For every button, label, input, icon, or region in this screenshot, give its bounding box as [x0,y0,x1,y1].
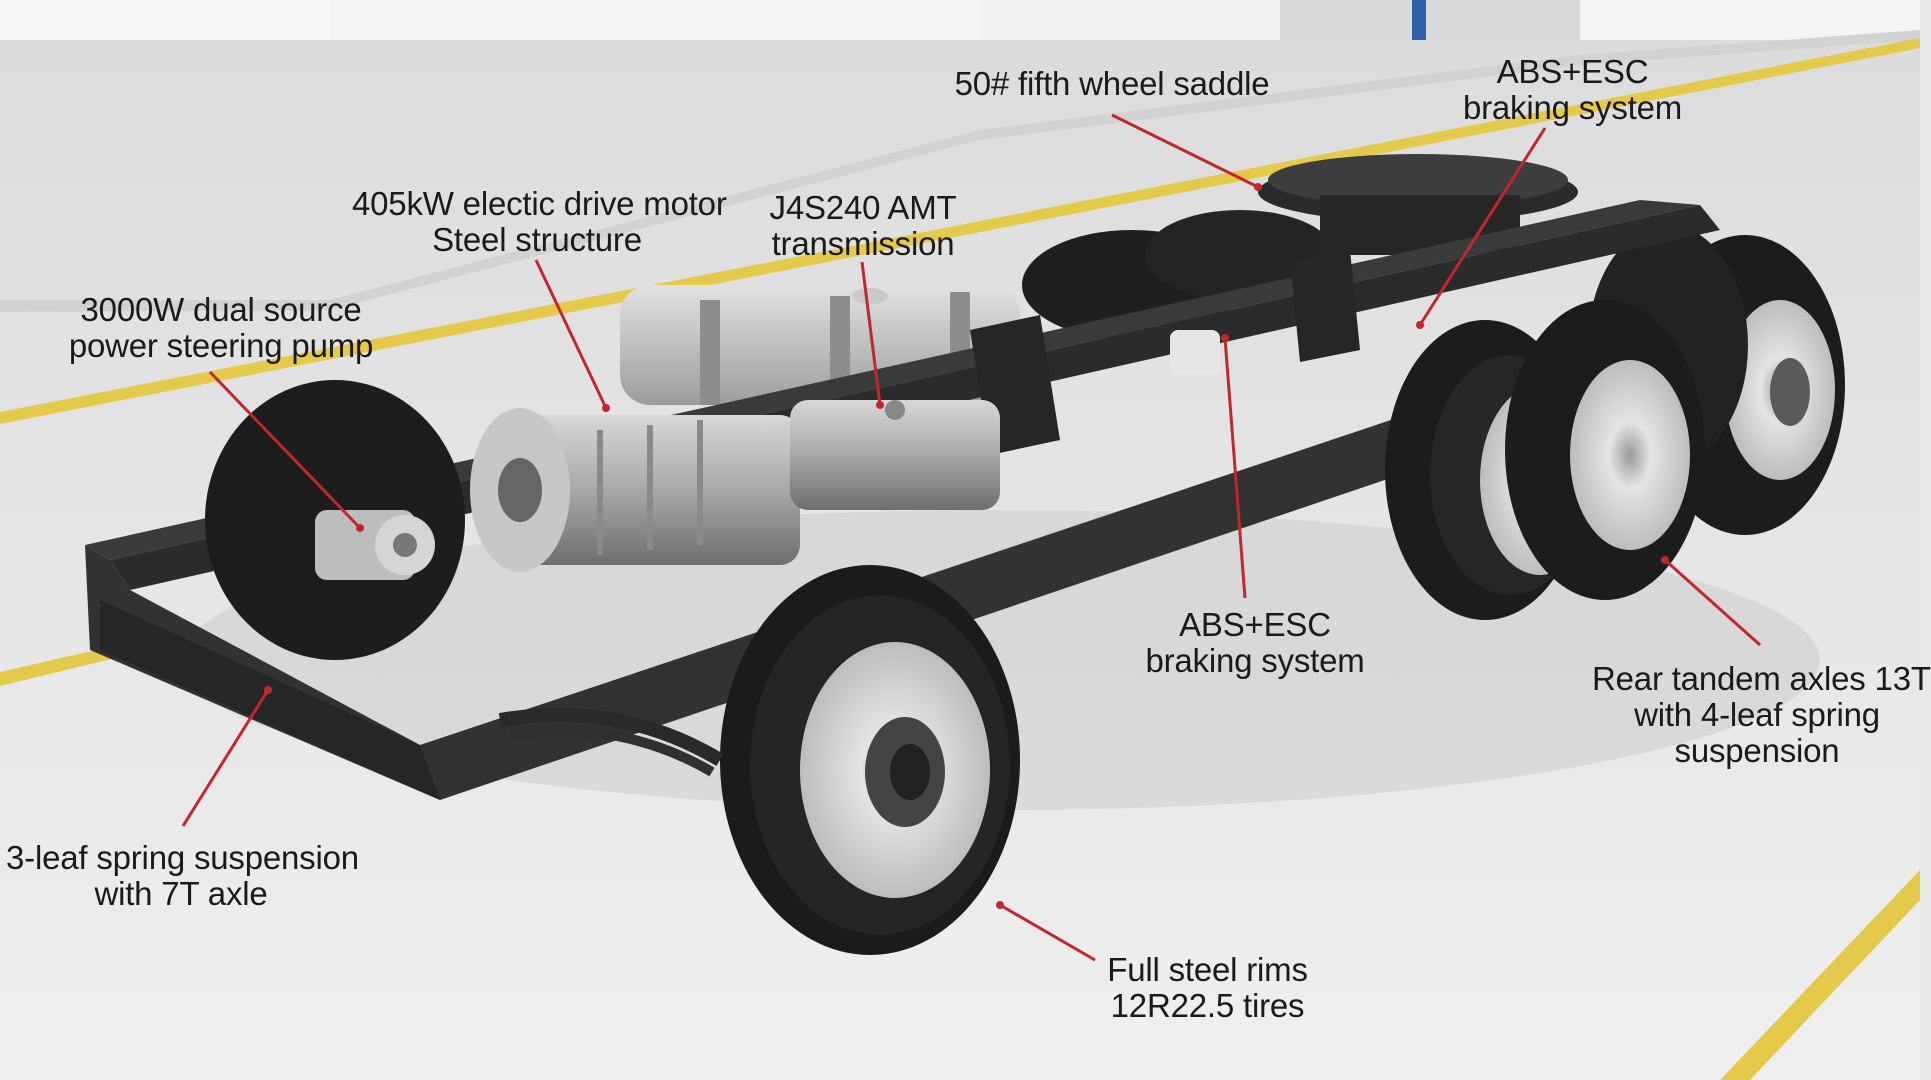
callout-abs-mid: ABS+ESC braking system [1140,607,1370,679]
callout-rear-axles-line3: suspension [1674,732,1840,769]
callout-steering-pump-line1: 3000W dual source [80,291,362,328]
leader-steering [208,370,362,530]
callout-front-suspension: 3-leaf spring suspension with 7T axle [6,839,359,912]
leader-dots [264,183,1669,909]
callout-abs-top-line1: ABS+ESC [1496,53,1649,90]
callout-abs-top: ABS+ESC braking system [1450,54,1695,126]
leader-rear-axles [1663,558,1762,647]
drive-motor [470,408,800,572]
callout-fifth-wheel: 50# fifth wheel saddle [952,66,1272,102]
callout-motor-line1: 405kW electic drive motor [352,185,727,222]
front-tire-right [720,565,1020,955]
callout-transmission-line1: J4S240 AMT [769,189,957,226]
floor-stripe-right [1720,870,1920,1080]
leader-transmission [860,261,882,406]
callout-abs-mid-line1: ABS+ESC [1179,606,1331,643]
floor-stripe-upper [0,38,1920,424]
leader-front-susp [181,689,270,827]
callout-front-suspension-line2: with 7T axle [94,875,268,912]
rear-tandem-near-2 [1505,300,1705,600]
leader-lines [181,113,1762,962]
callout-rims-tires-line2: 12R22.5 tires [1110,987,1305,1024]
callout-rear-axles-line2: with 4-leaf spring [1634,696,1880,733]
leader-abs-mid [1223,337,1247,599]
leader-rims [999,903,1096,962]
callout-transmission-line2: transmission [771,225,955,262]
callout-fifth-wheel-line1: 50# fifth wheel saddle [954,65,1270,102]
leader-motor [534,259,608,409]
callout-steering-pump-line2: power steering pump [68,327,374,364]
amt-transmission [790,400,1000,510]
leaf-spring [498,708,724,777]
callout-abs-mid-line2: braking system [1145,642,1365,679]
callout-motor-line2: Steel structure [432,221,642,258]
callout-rims-tires: Full steel rims 12R22.5 tires [1100,952,1315,1024]
callout-abs-top-line2: braking system [1462,89,1683,126]
callout-rear-axles-line1: Rear tandem axles 13T [1592,660,1931,697]
callout-front-suspension-line1: 3-leaf spring suspension [6,839,359,876]
abs-module [1170,330,1220,375]
steering-pump [315,510,435,580]
callout-steering-pump: 3000W dual source power steering pump [66,292,376,364]
callout-rear-axles: Rear tandem axles 13T with 4-leaf spring… [1592,660,1931,769]
leader-fifth-wheel [1111,113,1259,189]
leader-abs-top [1418,127,1547,326]
callout-rims-tires-line1: Full steel rims [1107,951,1308,988]
callout-transmission: J4S240 AMT transmission [758,190,968,262]
callout-motor: 405kW electic drive motor Steel structur… [352,185,727,258]
